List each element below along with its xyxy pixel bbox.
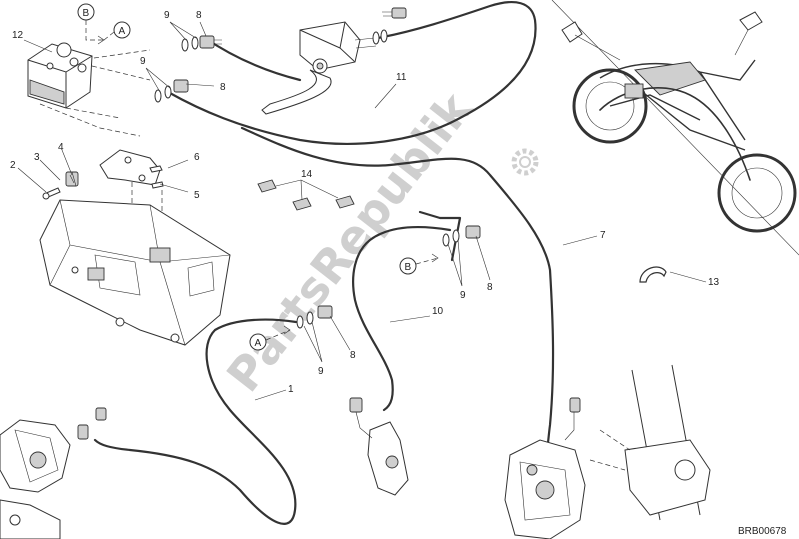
- callout-5: 5: [194, 190, 200, 201]
- callout-8-mid: 8: [220, 82, 226, 93]
- callout-10: 10: [432, 306, 444, 317]
- union-set-lower: [296, 305, 333, 329]
- callout-8-right: 8: [487, 282, 493, 293]
- callout-13: 13: [708, 277, 720, 288]
- ref-b-right: B: [399, 253, 439, 275]
- motorcycle-overview: [551, 0, 799, 256]
- hose-clamp-13: [639, 266, 667, 283]
- hose-clips-14: [257, 179, 355, 211]
- union-set-top: [181, 35, 222, 52]
- hose-1: [93, 318, 298, 525]
- callout-14: 14: [301, 169, 313, 180]
- leader-lines: [17, 21, 707, 401]
- callout-12: 12: [12, 30, 24, 41]
- abs-unit: [27, 42, 151, 137]
- callout-7: 7: [600, 230, 606, 241]
- watermark-gear-icon: [511, 148, 539, 176]
- callouts: 12 2 3 4 6 5 9 8 9 8 11 14 7 13 9 8 10 9…: [10, 10, 787, 537]
- abs-support-tray: [39, 199, 231, 346]
- rear-master-cylinder: [349, 397, 409, 496]
- hose-10: [352, 225, 452, 412]
- hose-11: [166, 1, 537, 145]
- ref-a-lower: A: [249, 325, 291, 351]
- callout-2: 2: [10, 160, 16, 171]
- callout-9-right: 9: [460, 290, 466, 301]
- rear-caliper: [0, 407, 107, 539]
- master-cylinder-lever: [261, 21, 377, 115]
- callout-9-lower: 9: [318, 366, 324, 377]
- callout-9-mid: 9: [140, 56, 146, 67]
- front-caliper: [504, 397, 586, 539]
- svg-text:B: B: [83, 8, 90, 19]
- svg-text:A: A: [119, 26, 126, 37]
- callout-8-lower: 8: [350, 350, 356, 361]
- svg-text:A: A: [255, 338, 262, 349]
- union-set-right: [442, 225, 481, 247]
- bracket-assembly: [42, 149, 164, 250]
- svg-text:B: B: [405, 262, 412, 273]
- union-bolts-washers: [154, 7, 481, 329]
- ref-markers: B A B A: [77, 3, 439, 351]
- ref-b-top: B: [77, 3, 105, 45]
- callout-11: 11: [396, 72, 407, 83]
- callout-9-top: 9: [164, 10, 170, 21]
- callout-6: 6: [194, 152, 200, 163]
- ref-a-top: A: [103, 21, 131, 41]
- callout-3: 3: [34, 152, 40, 163]
- brake-hoses: [93, 1, 555, 525]
- callout-8-top: 8: [196, 10, 202, 21]
- diagram-code: BRB00678: [738, 526, 787, 537]
- hose-7: [240, 126, 555, 457]
- callout-1: 1: [288, 384, 294, 395]
- callout-4: 4: [58, 142, 64, 153]
- union-set-mid: [154, 79, 189, 103]
- front-fork: [589, 364, 711, 521]
